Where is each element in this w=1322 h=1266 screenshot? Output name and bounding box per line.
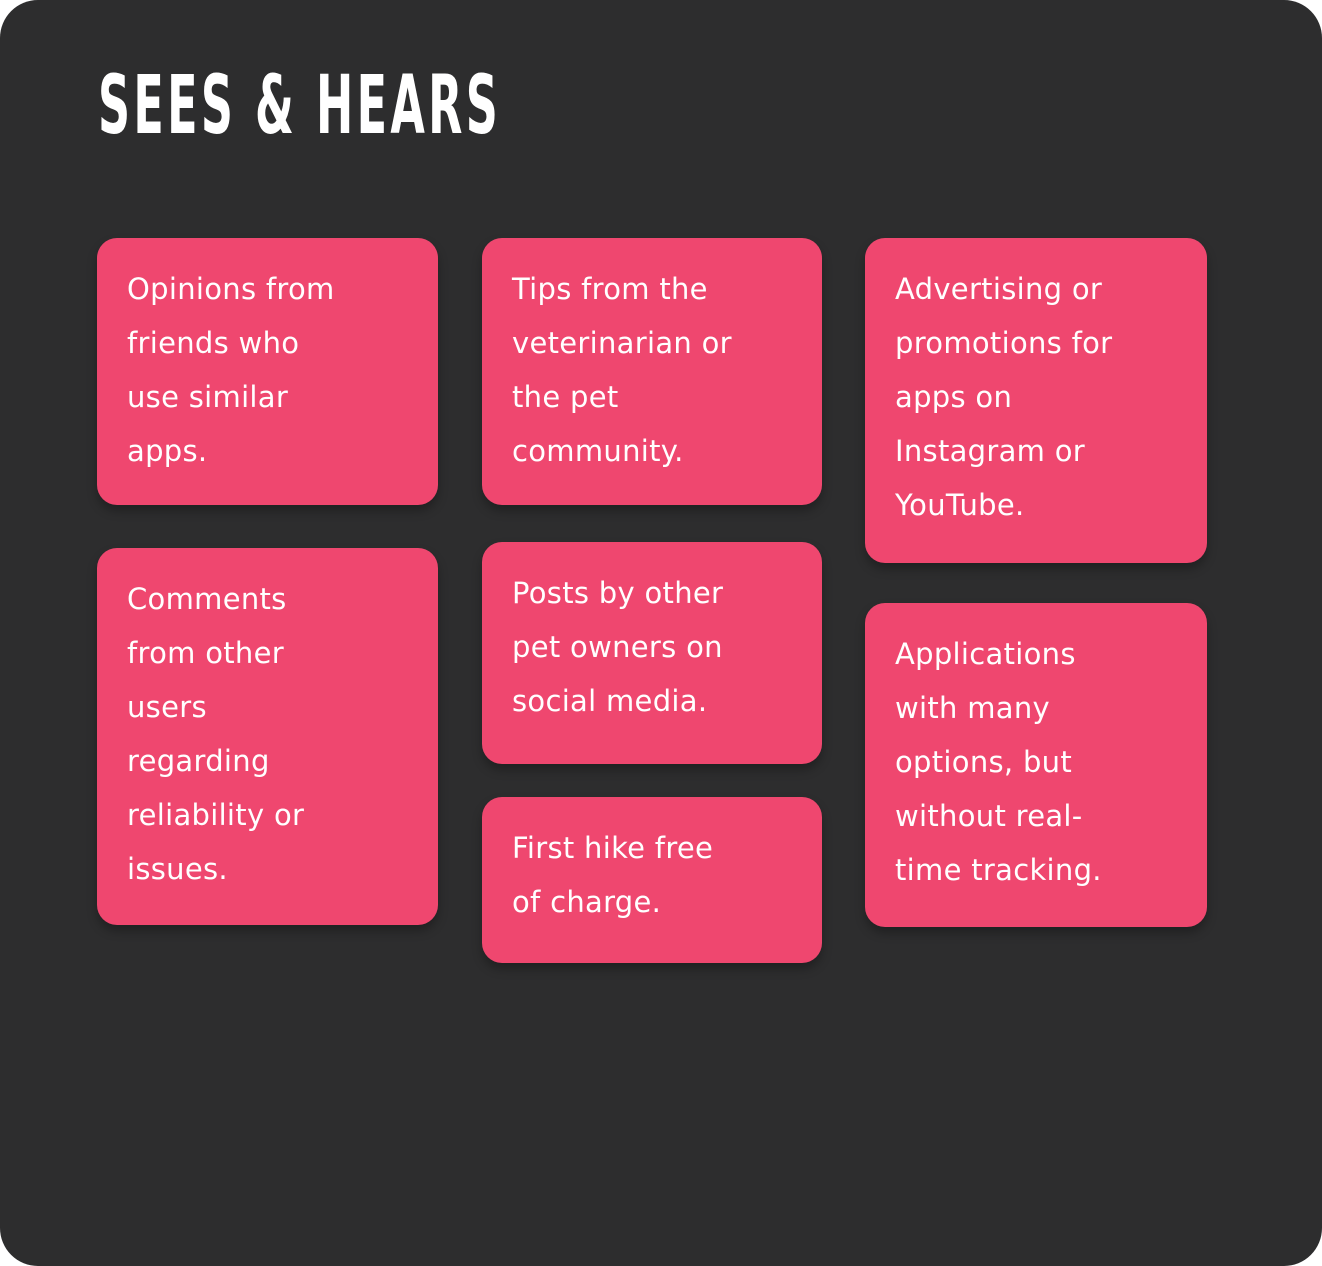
card-advertising-promotions: Advertising or promotions for apps on In… bbox=[865, 238, 1207, 563]
section-title: SEES & HEARS bbox=[98, 59, 502, 153]
card-text: Tips from the veterinarian or the pet co… bbox=[512, 272, 732, 468]
card-free-first-hike: First hike free of charge. bbox=[482, 797, 822, 963]
card-text: Comments from other users regarding reli… bbox=[127, 582, 305, 886]
card-user-comments: Comments from other users regarding reli… bbox=[97, 548, 438, 925]
card-vet-tips: Tips from the veterinarian or the pet co… bbox=[482, 238, 822, 505]
card-text: Opinions from friends who use similar ap… bbox=[127, 272, 335, 468]
card-text: Posts by other pet owners on social medi… bbox=[512, 576, 724, 718]
card-text: Advertising or promotions for apps on In… bbox=[895, 272, 1113, 522]
card-text: First hike free of charge. bbox=[512, 831, 714, 919]
card-text: Applications with many options, but with… bbox=[895, 637, 1102, 887]
card-apps-without-tracking: Applications with many options, but with… bbox=[865, 603, 1207, 927]
card-social-media-posts: Posts by other pet owners on social medi… bbox=[482, 542, 822, 764]
card-opinions-friends: Opinions from friends who use similar ap… bbox=[97, 238, 438, 505]
